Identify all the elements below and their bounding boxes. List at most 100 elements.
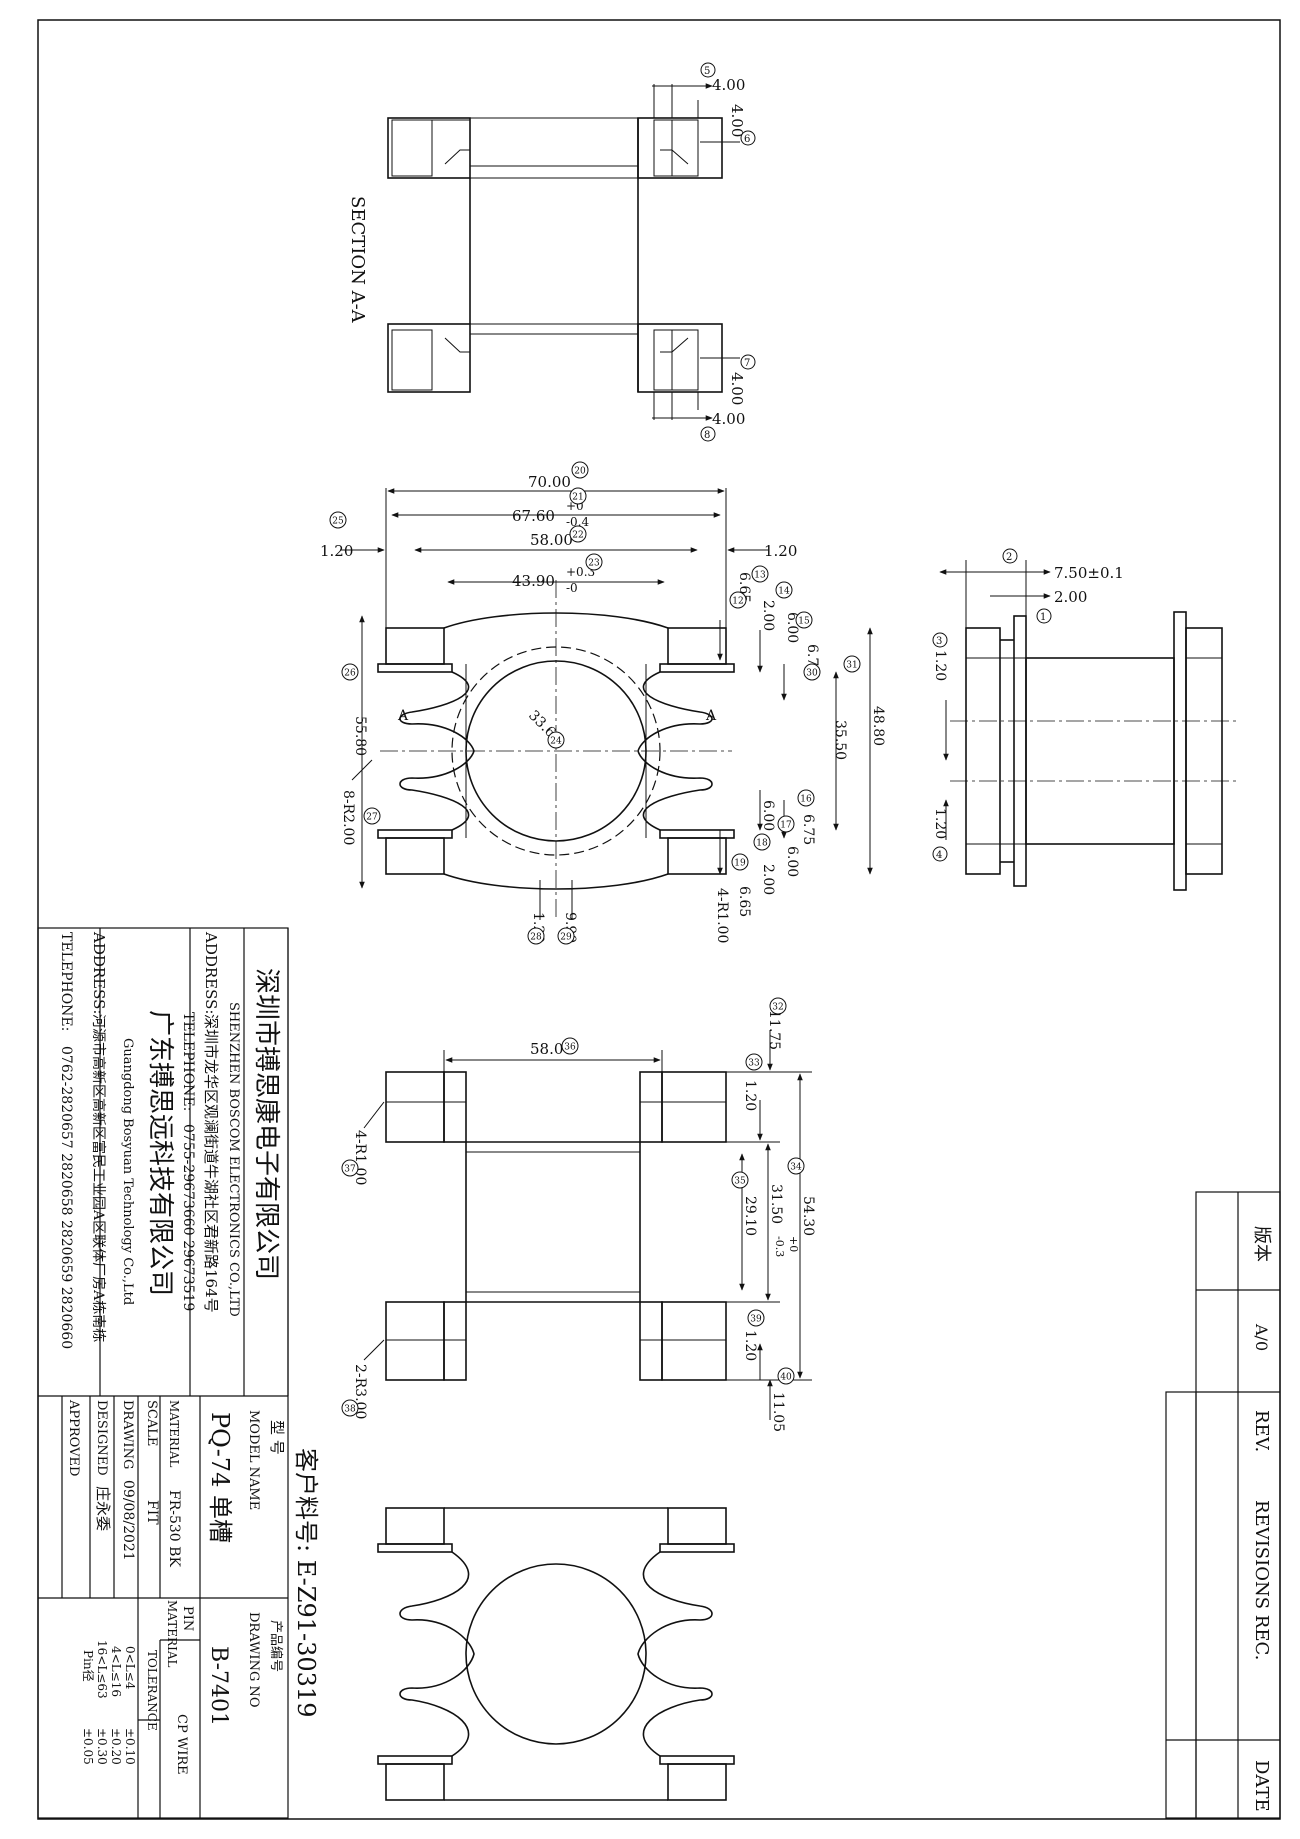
company2-name-cn: 广东搏思远科技有限公司 xyxy=(145,1010,175,1296)
scale-label: SCALE xyxy=(144,1400,159,1446)
dim-1-20-front-top: 1.20 xyxy=(742,1080,758,1111)
dim-6-00-bottom: 6.00 xyxy=(760,800,776,831)
balloon-29: 29 xyxy=(557,927,575,945)
dim-1-20-side-top: 1.20 xyxy=(932,650,948,681)
version-label: 版本 xyxy=(1251,1226,1272,1262)
balloon-38: 38 xyxy=(341,1399,359,1417)
dim-6-75-bottom: 6.75 xyxy=(800,814,816,845)
balloon-40: 40 xyxy=(777,1367,795,1385)
dim-70: 70.00 xyxy=(528,473,571,491)
dim-29-10: 29.10 xyxy=(742,1196,758,1236)
dim-31-50: 31.50 xyxy=(768,1184,784,1224)
balloon-18: 18 xyxy=(753,833,771,851)
balloon-3: 3 xyxy=(936,636,942,647)
sheet-border xyxy=(37,19,1281,1820)
dim-67-60-tol-minus: -0.4 xyxy=(566,515,590,529)
balloon-25: 25 xyxy=(329,511,347,529)
balloon-28: 28 xyxy=(527,927,545,945)
tolerance-value-3: ±0.30 xyxy=(95,1728,109,1765)
svg-text:31: 31 xyxy=(846,661,857,671)
bottom-view xyxy=(377,1507,735,1801)
address-label: ADDRESS: xyxy=(202,931,220,1014)
side-view xyxy=(965,611,1223,891)
balloon-27: 27 xyxy=(363,807,381,825)
balloon-21: 21 xyxy=(569,487,587,505)
rev-label: REV. xyxy=(1251,1410,1272,1452)
svg-text:27: 27 xyxy=(366,813,378,823)
dim-6-00-bottom-2: 6.00 xyxy=(784,846,800,877)
tolerance-range-1: 0<L≤4 xyxy=(123,1646,137,1690)
scale-value: FIT xyxy=(144,1500,160,1525)
balloon-31: 31 xyxy=(843,655,861,673)
svg-text:28: 28 xyxy=(530,933,542,943)
dim-7-50: 7.50±0.1 xyxy=(1054,564,1124,582)
balloon-8: 8 xyxy=(704,430,710,441)
svg-text:13: 13 xyxy=(754,571,766,581)
top-view-centerlines xyxy=(380,580,732,920)
version-value: A/0 xyxy=(1252,1323,1271,1351)
balloon-23: 23 xyxy=(585,553,603,571)
svg-text:39: 39 xyxy=(750,1315,762,1325)
dim-2-00-bottom: 2.00 xyxy=(760,864,776,895)
dim-1-20-side-bottom: 1.20 xyxy=(932,808,948,839)
tolerance-range-3: 16<L≤63 xyxy=(95,1640,109,1699)
balloon-30: 30 xyxy=(803,663,821,681)
tolerance-value-4: ±0.05 xyxy=(81,1728,95,1765)
balloon-15: 15 xyxy=(795,611,813,629)
tolerance-value-1: ±0.10 xyxy=(123,1728,137,1765)
revisions-label: REVISIONS REC. xyxy=(1251,1500,1272,1660)
svg-text:26: 26 xyxy=(344,669,356,679)
svg-text:22: 22 xyxy=(572,531,583,541)
designed-value: 庄永委 xyxy=(94,1486,112,1531)
dim-11-75: 11.75 xyxy=(766,1010,782,1050)
balloon-22: 22 xyxy=(569,525,587,543)
dim-35-50: 35.50 xyxy=(832,720,848,760)
pin-material-value: CP WIRE xyxy=(174,1714,189,1775)
dim-67-60: 67.60 xyxy=(512,507,555,525)
telephone2-label: TELEPHONE: xyxy=(58,932,74,1031)
svg-text:37: 37 xyxy=(344,1165,356,1175)
top-view-dimension-lines xyxy=(340,488,873,920)
section-balloons xyxy=(700,62,756,442)
material-value: FR-530 BK xyxy=(166,1490,182,1567)
svg-text:34: 34 xyxy=(790,1163,802,1173)
dim-8-r2-00: 8-R2.00 xyxy=(340,790,356,845)
section-view xyxy=(387,117,723,393)
telephone2-value: 0762-2820657 2820658 2820659 2820660 xyxy=(58,1046,74,1349)
drawing-no-cn: 产品编号 xyxy=(268,1620,283,1672)
dim-31-50-tol-minus: -0.3 xyxy=(773,1236,786,1257)
title-block xyxy=(37,927,289,1819)
balloon-19: 19 xyxy=(731,853,749,871)
pin-material-label: MATERIAL xyxy=(165,1600,179,1668)
dim-2-00-top: 2.00 xyxy=(760,600,776,631)
balloon-26: 26 xyxy=(341,663,359,681)
svg-text:36: 36 xyxy=(564,1043,576,1053)
svg-text:24: 24 xyxy=(550,737,562,747)
tolerance-range-4: Pin径 xyxy=(81,1650,95,1682)
dim-2-00-side: 2.00 xyxy=(1054,588,1087,606)
date-label: DATE xyxy=(1251,1760,1272,1812)
dim-1-20-left: 1.20 xyxy=(320,542,353,560)
svg-text:25: 25 xyxy=(332,517,344,527)
balloon-5: 5 xyxy=(704,66,710,77)
svg-text:14: 14 xyxy=(778,587,790,597)
svg-text:32: 32 xyxy=(772,1003,783,1013)
svg-text:15: 15 xyxy=(798,617,810,627)
drawing-no-value: B-7401 xyxy=(206,1646,231,1726)
section-dim-top: 4.00 xyxy=(712,76,745,94)
balloon-14: 14 xyxy=(775,581,793,599)
section-dim-top-2: 4.00 xyxy=(728,104,746,137)
balloon-7: 7 xyxy=(744,358,750,369)
drawing-label: DRAWING xyxy=(120,1400,135,1469)
telephone-value: 0755-29673660 29673519 xyxy=(180,1124,196,1311)
svg-text:30: 30 xyxy=(806,669,818,679)
drawing-date: 09/08/2021 xyxy=(120,1480,136,1561)
side-view-centerlines xyxy=(950,720,1240,782)
balloon-1: 1 xyxy=(1040,612,1046,623)
address2-label: ADDRESS: xyxy=(90,931,108,1014)
dim-6-65-bottom: 6.65 xyxy=(736,886,752,917)
drawing-no-label: DRAWING NO xyxy=(246,1612,261,1708)
model-name-value: PQ-74 单槽 xyxy=(206,1412,234,1543)
